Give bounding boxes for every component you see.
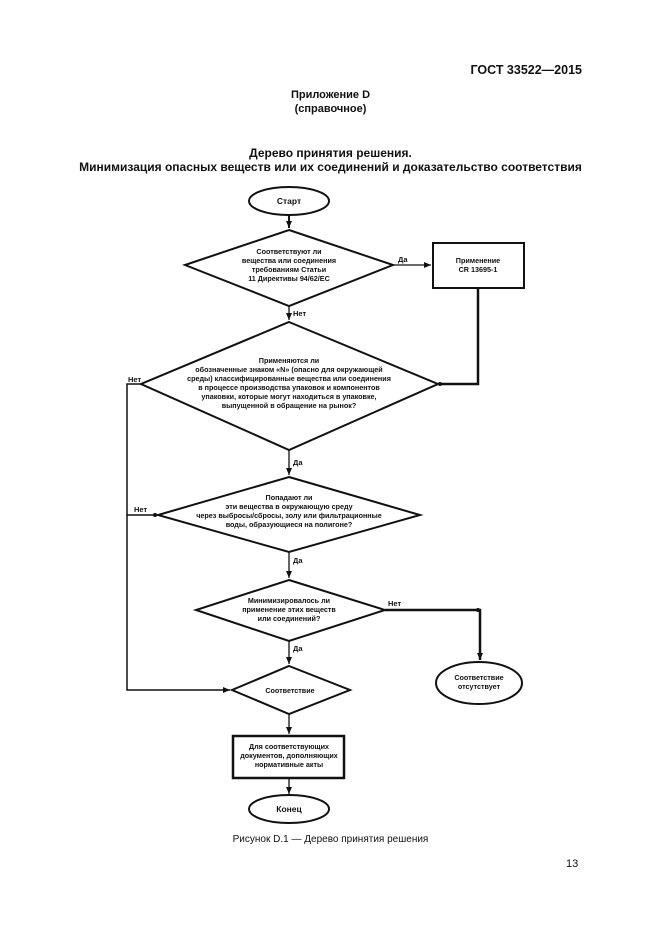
annex-heading: Приложение D (справочное) bbox=[0, 88, 661, 116]
conformity-label: Соответствие bbox=[265, 686, 314, 695]
svg-text:применение этих веществ: применение этих веществ bbox=[242, 605, 336, 614]
svg-text:Соответствие: Соответствие bbox=[454, 673, 503, 682]
q2-yes-label: Да bbox=[293, 458, 303, 467]
svg-text:среды) классифицированные веще: среды) классифицированные вещества или с… bbox=[187, 374, 391, 383]
q2-no-label: Нет bbox=[128, 375, 141, 384]
page-number: 13 bbox=[566, 858, 579, 870]
svg-text:через выбросы/сбросы, золу или: через выбросы/сбросы, золу или фильтраци… bbox=[196, 511, 382, 520]
svg-text:Минимизировалось ли: Минимизировалось ли bbox=[248, 596, 330, 605]
connector-q4-no bbox=[385, 608, 483, 660]
document-id: ГОСТ 33522—2015 bbox=[470, 63, 582, 77]
svg-text:11 Директивы 94/62/ЕС: 11 Директивы 94/62/ЕС bbox=[248, 274, 330, 283]
svg-text:эти вещества в окружающую сред: эти вещества в окружающую среду bbox=[225, 502, 352, 511]
q3-yes-label: Да bbox=[293, 556, 303, 565]
end-terminal bbox=[248, 794, 330, 824]
q3-no-label: Нет bbox=[134, 505, 147, 514]
figure-title-line1: Дерево принятия решения. bbox=[249, 146, 412, 160]
svg-text:Применяются ли: Применяются ли bbox=[259, 356, 319, 365]
figure-title: Дерево принятия решения. Минимизация опа… bbox=[0, 146, 661, 174]
q2-text: Применяются ли обозначенные знаком «N» (… bbox=[187, 356, 391, 410]
apply-box-text: Применение CR 13695-1 bbox=[456, 256, 500, 274]
svg-text:Для соответствующих: Для соответствующих bbox=[249, 742, 329, 751]
svg-text:отсутствует: отсутствует bbox=[458, 682, 501, 691]
svg-text:упаковки, которые могут находи: упаковки, которые могут находиться в упа… bbox=[201, 392, 376, 401]
q1-no-label: Нет bbox=[293, 309, 306, 318]
svg-text:выпущенной в обращение на рыно: выпущенной в обращение на рынок? bbox=[222, 401, 356, 410]
q4-yes-label: Да bbox=[293, 644, 303, 653]
connector-apply-q2 bbox=[440, 288, 480, 386]
start-label: Старт bbox=[277, 196, 301, 206]
svg-text:воды, образующиеся на полигоне: воды, образующиеся на полигоне? bbox=[226, 520, 353, 529]
figure-title-line2: Минимизация опасных веществ или их соеди… bbox=[79, 160, 582, 174]
svg-text:Попадают ли: Попадают ли bbox=[266, 493, 313, 502]
svg-text:Соответствуют ли: Соответствуют ли bbox=[256, 247, 321, 256]
svg-text:обозначенные знаком «N» (опасн: обозначенные знаком «N» (опасно для окру… bbox=[195, 365, 382, 374]
svg-text:нормативные акты: нормативные акты bbox=[255, 760, 323, 769]
svg-text:в процессе производства упаков: в процессе производства упаковок и компо… bbox=[198, 383, 380, 392]
q3-text: Попадают ли эти вещества в окружающую ср… bbox=[196, 493, 382, 529]
svg-text:Применение: Применение bbox=[456, 256, 500, 265]
svg-text:или соединений?: или соединений? bbox=[258, 614, 321, 623]
connector-q2-no bbox=[126, 383, 230, 693]
q4-no-label: Нет bbox=[388, 599, 401, 608]
figure-caption: Рисунок D.1 — Дерево принятия решения bbox=[232, 834, 429, 845]
q1-text: Соответствуют ли вещества или соединения… bbox=[242, 247, 336, 283]
annex-type: (справочное) bbox=[294, 103, 367, 115]
no-conformity-text: Соответствие отсутствует bbox=[454, 673, 503, 691]
svg-text:документов, дополняющих: документов, дополняющих bbox=[240, 751, 338, 760]
annex-title: Приложение D bbox=[290, 89, 371, 101]
q4-text: Минимизировалось ли применение этих веще… bbox=[242, 596, 336, 623]
q1-yes-label: Да bbox=[398, 255, 408, 264]
no-conformity-terminal bbox=[435, 661, 523, 705]
end-label: Конец bbox=[276, 804, 302, 814]
documents-box-text: Для соответствующих документов, дополняю… bbox=[240, 742, 338, 769]
svg-text:вещества или соединения: вещества или соединения bbox=[242, 256, 336, 265]
svg-text:CR 13695-1: CR 13695-1 bbox=[459, 265, 498, 274]
svg-text:требованиям Статьи: требованиям Статьи bbox=[252, 265, 326, 274]
